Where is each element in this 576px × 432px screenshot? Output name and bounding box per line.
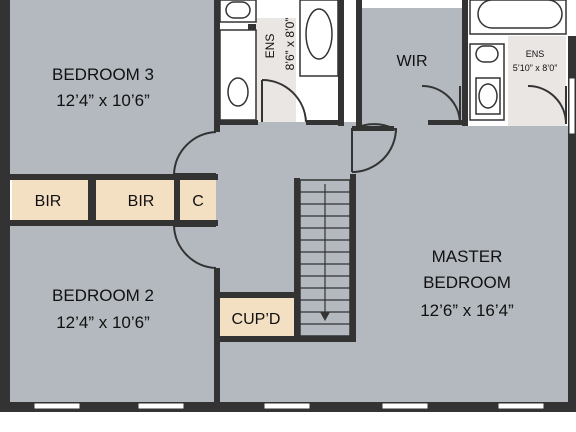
bir-1-label: BIR: [35, 193, 62, 210]
ens-right-name: ENS: [526, 49, 545, 59]
wir-label: WIR: [396, 53, 427, 70]
master-bedroom-name-line1: MASTER: [432, 247, 503, 266]
bedroom-2-name: BEDROOM 2: [52, 286, 154, 305]
floor-master: [356, 122, 572, 404]
linen-cupboard: [180, 180, 216, 220]
master-bedroom-size: 12’6” x 16’4”: [420, 301, 514, 320]
cupboard-storage: [220, 298, 294, 338]
cupboard-label: CUP’D: [232, 311, 281, 328]
bedroom-3-name: BEDROOM 3: [52, 65, 154, 84]
windows: [33, 77, 576, 410]
bedroom-2-size: 12’4” x 10’6”: [56, 313, 150, 332]
bir-cupboard-2: [96, 180, 174, 220]
linen-label: C: [192, 193, 204, 210]
bedroom-3-size: 12’4” x 10’6”: [56, 91, 150, 110]
floor-bedroom-2: [8, 224, 216, 404]
bathroom-fixtures: [219, 0, 567, 121]
floor-ens-right: [508, 36, 566, 126]
staircase: [299, 179, 351, 337]
bir-cupboard-1: [12, 180, 88, 220]
ens-left-name: ENS: [263, 34, 277, 59]
ens-right-size: 5’10” x 8’0”: [513, 63, 558, 73]
master-bedroom-name-line2: BEDROOM: [423, 273, 511, 292]
door-swings: [173, 78, 567, 269]
floor-wir: [360, 8, 464, 122]
bir-2-label: BIR: [128, 193, 155, 210]
floor-bedroom-3: [8, 0, 216, 178]
ens-left-size: 8’6” x 8’0”: [283, 18, 297, 71]
